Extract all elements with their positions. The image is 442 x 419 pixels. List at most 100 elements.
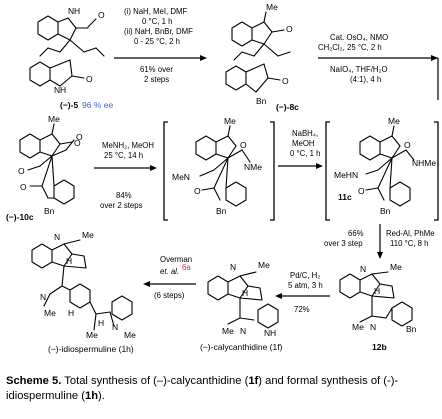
step3-condition-1: MeNH₂, MeOH [102, 141, 154, 150]
step7-condition-1: Overman [160, 255, 192, 264]
imine-intermediate-structure [195, 125, 251, 207]
atom-h-1f-nh: H [270, 328, 276, 338]
atom-nh-top: N [68, 6, 74, 16]
atom-o-10c-4: O [20, 182, 27, 192]
atom-h-top: H [74, 6, 80, 16]
atom-o-11c-2: O [358, 186, 365, 196]
compound-12b-structure [339, 271, 413, 327]
step1-condition-2: 0 °C, 1 h [142, 17, 172, 26]
arrowhead-step2 [431, 55, 438, 61]
atom-bn-8c: Bn [256, 96, 267, 106]
compound-8c-label: (−)-8c [276, 102, 299, 112]
atom-o-10c-3: O [18, 166, 25, 176]
compound-11c-structure [359, 125, 415, 207]
atom-n-12b-1: N [360, 264, 366, 274]
bracket-left-imine [163, 121, 168, 221]
atom-me-1f-2: Me [222, 326, 234, 336]
atom-h-12b: H [374, 286, 380, 296]
bracket-right-imine [270, 121, 275, 221]
caption-text-3: ). [98, 390, 105, 402]
caption-compound-1f: 1f [248, 375, 259, 387]
atom-bn-imine: Bn [216, 206, 227, 216]
caption-text-2: ) and formal synthesis of (-)-idiospermu… [6, 375, 399, 402]
step2-condition-2: CH₂Cl₂, 25 °C, 2 h [318, 43, 382, 52]
step4-condition-1: NaBH₄, [292, 129, 318, 138]
atom-nh-bottom: N [54, 85, 60, 95]
atom-n-12b-2: N [370, 322, 376, 332]
reaction-scheme: N H O O N H (−)-5 96 % ee (i) NaH, MeI, … [6, 2, 439, 354]
compound-10c-structure [19, 123, 75, 205]
atom-h-1h-1: H [66, 256, 72, 266]
step7-condition-2: et. al. [160, 267, 179, 276]
step7-condition-3: (6 steps) [154, 291, 185, 300]
step2-condition-4: (4:1), 4 h [350, 75, 381, 84]
step4-condition-3: 0 °C, 1 h [290, 149, 320, 158]
bracket-left-11c [325, 121, 330, 221]
atom-bn-11c: Bn [380, 206, 391, 216]
arrowhead-step1 [200, 55, 207, 61]
caption-text-1: Total synthesis of (–)-calycanthidine ( [61, 375, 249, 387]
step1-condition-1: (i) NaH, MeI, DMF [124, 7, 187, 16]
step6-condition-1: Pd/C, H₂ [290, 271, 320, 280]
step6-yield: 72% [294, 305, 310, 314]
step5-yield-2: over 3 step [324, 239, 363, 248]
caption-compound-1h: 1h [84, 390, 99, 402]
atom-h-1h-3: H [98, 318, 104, 328]
atom-me-1h-4: Me [124, 330, 136, 340]
step6-condition-2: 5 atm, 3 h [288, 281, 323, 290]
arrowhead-step4 [316, 163, 323, 169]
step1-condition-3: (ii) NaH, BnBr, DMF [124, 27, 193, 36]
atom-o-8c-top: O [286, 24, 293, 34]
step1-yield-2: 2 steps [144, 75, 169, 84]
compound-1f-label: (−)-calycanthidine (1f) [200, 342, 283, 352]
atom-o-top: O [98, 10, 105, 20]
compound-12b-label: 12b [372, 342, 387, 352]
atom-n-1f-1: N [230, 262, 236, 272]
atom-n-1f-2: N [240, 326, 246, 336]
atom-nh-1f: N [264, 328, 270, 338]
arrowhead-step3 [150, 165, 157, 171]
atom-me-1h-3: Me [86, 330, 98, 340]
compound-5-label: (−)-5 [60, 100, 78, 110]
step3-condition-2: 25 °C, 14 h [104, 151, 143, 160]
atom-h-1f: H [242, 288, 248, 298]
atom-me-10c: Me [48, 114, 60, 124]
step4-condition-2: MeOH [292, 139, 315, 148]
step5-condition-2: 110 °C, 8 h [390, 239, 429, 248]
atom-o-bottom: O [86, 74, 93, 84]
atom-o-11c-1: O [404, 140, 411, 150]
step3-yield-1: 84% [116, 191, 132, 200]
step3-yield-2: over 2 steps [100, 201, 143, 210]
compound-1h-label: (−)-idiospermuline (1h) [48, 344, 134, 354]
figure-caption: Scheme 5. Total synthesis of (–)-calycan… [6, 374, 438, 404]
atom-me-imine: Me [224, 116, 236, 126]
atom-n-1h-3: N [112, 322, 118, 332]
atom-men-imine: MeN [172, 172, 190, 182]
bracket-right-11c [434, 121, 439, 221]
atom-h-bottom: H [60, 85, 66, 95]
atom-h-1h-2: H [68, 308, 74, 318]
step5-condition-1: Red-Al, PhMe [386, 229, 435, 238]
compound-10c-label: (−)-10c [6, 212, 34, 222]
atom-me-1h-2: Me [44, 308, 56, 318]
atom-o-imine-1: O [240, 140, 247, 150]
compound-8c-structure [225, 11, 291, 93]
atom-nme-imine: NMe [244, 162, 262, 172]
atom-me-1f-1: Me [258, 260, 270, 270]
step5-yield-1: 66% [348, 229, 364, 238]
compound-1f-structure [207, 271, 279, 329]
arrowhead-step6 [275, 293, 282, 299]
compound-11c-label: 11c [338, 192, 352, 202]
atom-nhme-11c: NHMe [412, 158, 436, 168]
atom-n-1h-1: N [54, 232, 60, 242]
compound-1h-structure [31, 239, 133, 331]
compound-5-structure [29, 15, 105, 87]
atom-bn-12b: Bn [406, 324, 417, 334]
atom-o-10c-2: O [76, 132, 83, 142]
atom-me-8c: Me [266, 2, 278, 12]
atom-o-8c-bottom: O [282, 76, 289, 86]
atom-me-12b-1: Me [390, 262, 402, 272]
arrowhead-step5 [377, 252, 383, 259]
step2-condition-3: NaIO₄, THF/H₂O [330, 65, 388, 74]
step1-yield-1: 61% over [140, 65, 173, 74]
